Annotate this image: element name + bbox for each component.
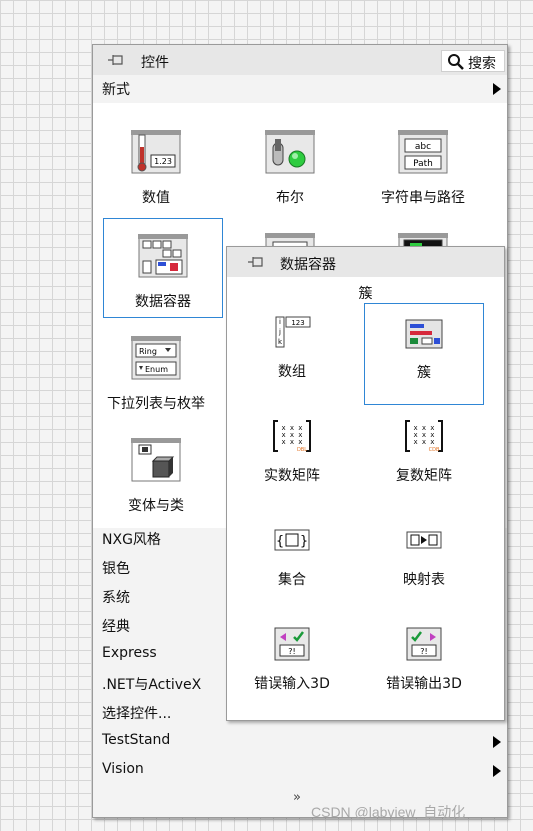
palette-header: 控件 搜索 — [93, 45, 507, 75]
svg-text:x x x: x x x — [281, 431, 302, 439]
map-icon — [406, 531, 442, 549]
data-container-subpalette: 数据容器 簇 i j k 123 数组 簇 x x x x x x — [226, 246, 505, 721]
svg-text:DBL: DBL — [297, 447, 307, 453]
svg-text:abc: abc — [415, 142, 431, 152]
svg-text:x x x: x x x — [413, 431, 434, 439]
svg-text:x x x: x x x — [413, 424, 434, 432]
svg-text:123: 123 — [291, 319, 304, 327]
svg-text:x x x: x x x — [413, 438, 434, 446]
subpalette-item-label: 映射表 — [403, 572, 445, 588]
svg-text:Enum: Enum — [145, 365, 168, 374]
svg-text:k: k — [278, 338, 283, 346]
subpalette-item-error-in[interactable]: ?! 错误输入3D — [233, 615, 351, 715]
palette-item-label: 数值 — [142, 190, 170, 206]
svg-text:?!: ?! — [420, 647, 427, 656]
category-label: 选择控件... — [102, 706, 172, 722]
category-row[interactable]: Express — [93, 640, 507, 669]
subpalette-item-label: 错误输出3D — [386, 676, 462, 692]
category-label: 经典 — [102, 619, 130, 635]
svg-text:}: } — [300, 534, 308, 549]
category-row[interactable]: 银色 — [93, 553, 507, 582]
search-icon — [448, 54, 464, 70]
subpalette-item-label: 复数矩阵 — [396, 468, 452, 484]
error-in-icon: ?! — [274, 627, 310, 661]
svg-text:Path: Path — [413, 159, 433, 169]
palette-item-label: 布尔 — [276, 190, 304, 206]
svg-text:Ring: Ring — [139, 347, 157, 356]
palette-item-boolean[interactable]: 布尔 — [230, 115, 350, 215]
hover-caption: 簇 — [358, 286, 373, 302]
category-label: Express — [102, 645, 157, 661]
category-label: 新式 — [102, 82, 130, 98]
pin-icon[interactable] — [107, 53, 125, 67]
palette-item-string-path[interactable]: abc Path 字符串与路径 — [363, 115, 483, 215]
palette-item-label: 字符串与路径 — [381, 190, 465, 206]
subpalette-item-label: 集合 — [278, 572, 306, 588]
watermark: CSDN @labview_自动化 — [311, 804, 466, 820]
svg-text:x x x: x x x — [281, 424, 302, 432]
numeric-icon: 1.23 — [131, 130, 181, 174]
palette-title: 控件 — [141, 55, 169, 71]
subpalette-item-label: 实数矩阵 — [264, 468, 320, 484]
category-label: NXG风格 — [102, 532, 161, 548]
svg-text:{: { — [276, 534, 284, 549]
category-row[interactable]: 选择控件... — [93, 698, 507, 727]
category-row[interactable]: 系统 — [93, 582, 507, 611]
category-row[interactable]: 经典 — [93, 611, 507, 640]
palette-item-label: 下拉列表与枚举 — [107, 396, 205, 412]
subpalette-item-map[interactable]: 映射表 — [364, 511, 484, 611]
category-row[interactable]: Vision — [93, 756, 507, 785]
complex-matrix-icon: x x x x x x x x x CDB — [405, 420, 443, 453]
ring-enum-icon: Ring Enum — [131, 336, 181, 380]
subpalette-header: 数据容器 — [227, 247, 504, 277]
subpalette-item-error-out[interactable]: ?! 错误输出3D — [364, 615, 484, 715]
chevron-right-icon — [493, 736, 501, 748]
subpalette-item-cluster[interactable]: 簇 — [364, 303, 484, 405]
category-row[interactable]: .NET与ActiveX — [93, 669, 507, 698]
palette-item-numeric[interactable]: 1.23 数值 — [96, 115, 216, 215]
pin-icon[interactable] — [247, 255, 265, 269]
subpalette-item-set[interactable]: { } 集合 — [233, 511, 351, 611]
palette-item-label: 变体与类 — [128, 498, 184, 514]
subpalette-item-label: 簇 — [417, 365, 431, 381]
category-label: .NET与ActiveX — [102, 677, 202, 693]
chevron-right-icon — [493, 765, 501, 777]
svg-text:x x x: x x x — [281, 438, 302, 446]
svg-text:CDB: CDB — [429, 447, 440, 453]
subpalette-item-complex-matrix[interactable]: x x x x x x x x x CDB 复数矩阵 — [364, 407, 484, 507]
category-label: Vision — [102, 761, 144, 777]
subpalette-title: 数据容器 — [280, 257, 336, 273]
subpalette-item-label: 数组 — [278, 364, 306, 380]
category-top[interactable]: 新式 — [93, 74, 507, 103]
palette-item-variant-class[interactable]: 变体与类 — [96, 423, 216, 523]
expand-palette-button[interactable]: » — [293, 790, 301, 805]
data-container-icon — [138, 234, 188, 278]
svg-text:?!: ?! — [288, 647, 295, 656]
subpalette-item-label: 错误输入3D — [254, 676, 330, 692]
palette-item-label: 数据容器 — [135, 294, 191, 310]
array-icon: i j k 123 — [275, 316, 311, 348]
real-matrix-icon: x x x x x x x x x DBL — [273, 420, 311, 453]
svg-text:j: j — [278, 328, 281, 336]
boolean-icon — [265, 130, 315, 174]
category-row[interactable]: NXG风格 — [93, 524, 507, 553]
variant-class-icon — [131, 438, 181, 482]
error-out-icon: ?! — [406, 627, 442, 661]
set-icon: { } — [274, 529, 310, 551]
string-path-icon: abc Path — [398, 130, 448, 174]
category-label: 银色 — [102, 561, 130, 577]
svg-text:1.23: 1.23 — [154, 157, 172, 166]
category-label: 系统 — [102, 590, 130, 606]
category-row[interactable]: TestStand — [93, 727, 507, 756]
svg-text:i: i — [279, 318, 281, 326]
search-button[interactable]: 搜索 — [441, 50, 505, 72]
chevron-right-icon — [493, 83, 501, 95]
subpalette-item-array[interactable]: i j k 123 数组 — [233, 303, 351, 405]
category-label: TestStand — [102, 732, 171, 748]
search-label: 搜索 — [468, 56, 496, 72]
palette-item-ring-enum[interactable]: Ring Enum 下拉列表与枚举 — [96, 321, 216, 421]
palette-item-data-container[interactable]: 数据容器 — [103, 218, 223, 318]
cluster-icon — [405, 319, 443, 349]
subpalette-item-real-matrix[interactable]: x x x x x x x x x DBL 实数矩阵 — [233, 407, 351, 507]
